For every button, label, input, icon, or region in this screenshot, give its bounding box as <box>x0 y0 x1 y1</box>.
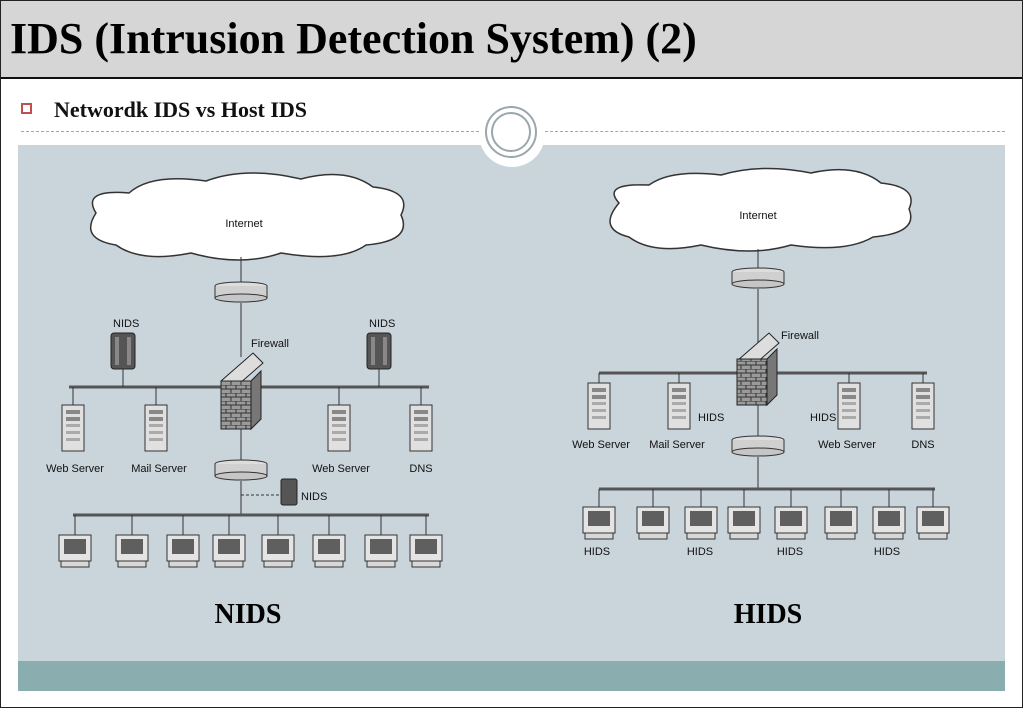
firewall-icon <box>220 380 252 430</box>
divider-right <box>545 131 1005 132</box>
internet-cloud-left <box>90 172 405 261</box>
workstation-icon <box>409 534 443 568</box>
server-label: Web Server <box>818 439 876 451</box>
server-label: Web Server <box>572 439 630 451</box>
workstation-icon <box>636 506 670 540</box>
server-label: DNS <box>409 463 432 475</box>
server-hids-label: HIDS <box>698 412 724 424</box>
workstation-icon <box>916 506 950 540</box>
server-icon <box>61 404 85 452</box>
workstation-icon <box>115 534 149 568</box>
workstation-icon <box>58 534 92 568</box>
nids-diagram: Internet Firewall NIDS NIDS <box>46 172 443 630</box>
server-icon <box>409 404 433 452</box>
workstations-right <box>582 489 950 540</box>
firewall-side-icon <box>766 347 778 407</box>
workstation-icon <box>212 534 246 568</box>
hids-caption: HIDS <box>734 599 802 630</box>
nids-sensor-icon <box>280 478 298 506</box>
workstation-icon <box>261 534 295 568</box>
firewall-side-icon <box>250 369 262 431</box>
server-label: Web Server <box>46 463 104 475</box>
title-bar: IDS (Intrusion Detection System) (2) <box>1 1 1022 79</box>
footer-band <box>18 661 1005 691</box>
workstation-icon <box>872 506 906 540</box>
nids-sensor-icon <box>366 332 392 370</box>
workstations-left <box>58 515 443 568</box>
firewall-label-left: Firewall <box>251 338 289 350</box>
router-icon <box>214 459 268 481</box>
nids-label-3: NIDS <box>301 491 327 503</box>
workstation-icon <box>364 534 398 568</box>
workstation-icon <box>824 506 858 540</box>
server-hids-label: HIDS <box>810 412 836 424</box>
workstation-hids-label: HIDS <box>874 546 900 558</box>
workstation-icon <box>684 506 718 540</box>
hids-diagram: Internet Firewall Web Server Mail Server… <box>572 167 950 630</box>
server-icon <box>327 404 351 452</box>
router-icon <box>731 267 785 289</box>
router-icon <box>214 281 268 303</box>
internet-cloud-right <box>609 167 912 252</box>
nids-label-1: NIDS <box>113 318 139 330</box>
server-label: Web Server <box>312 463 370 475</box>
router-icon <box>731 435 785 457</box>
internet-label-right: Internet <box>739 210 776 222</box>
firewall-label-right: Firewall <box>781 330 819 342</box>
server-label: Mail Server <box>649 439 705 451</box>
firewall-icon <box>736 358 768 406</box>
workstation-hids-label: HIDS <box>584 546 610 558</box>
server-icon <box>587 382 611 430</box>
divider-left <box>21 131 479 132</box>
workstation-icon <box>774 506 808 540</box>
square-bullet-icon <box>21 103 32 114</box>
bullet-text: Networdk IDS vs Host IDS <box>54 97 308 122</box>
nids-caption: NIDS <box>215 599 282 630</box>
server-icon <box>837 382 861 430</box>
server-label: Mail Server <box>131 463 187 475</box>
server-icon <box>911 382 935 430</box>
server-icon <box>667 382 691 430</box>
nids-sensor-icon <box>110 332 136 370</box>
server-icon <box>144 404 168 452</box>
workstation-icon <box>312 534 346 568</box>
workstation-hids-label: HIDS <box>777 546 803 558</box>
server-label: DNS <box>911 439 934 451</box>
workstation-hids-label: HIDS <box>687 546 713 558</box>
workstation-icon <box>727 506 761 540</box>
double-circle-inner <box>491 112 531 152</box>
slide-title: IDS (Intrusion Detection System) (2) <box>10 14 697 63</box>
internet-label-left: Internet <box>225 218 262 230</box>
workstation-icon <box>166 534 200 568</box>
workstation-icon <box>582 506 616 540</box>
nids-label-2: NIDS <box>369 318 395 330</box>
